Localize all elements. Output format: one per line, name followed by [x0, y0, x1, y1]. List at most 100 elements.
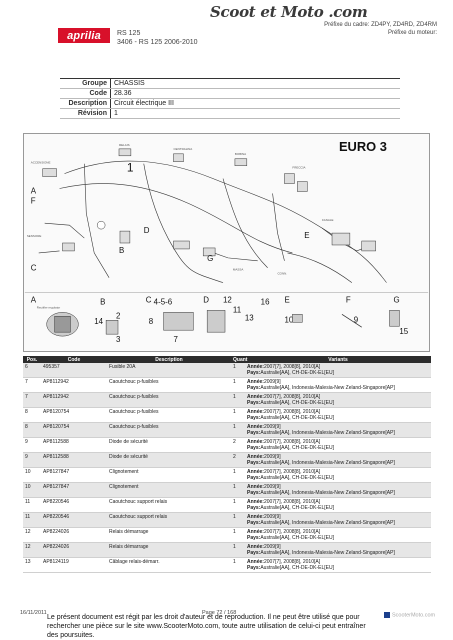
country-prefix: Pays: [247, 370, 261, 376]
diagram-label-b: B [119, 246, 124, 255]
group-label: Groupe [60, 79, 111, 88]
country-prefix: Pays: [247, 520, 261, 526]
cell-variants: Année:2007[7], 2008[8], 2010[A]Pays:Aust… [245, 437, 431, 453]
year-prefix: Année: [247, 469, 264, 475]
svg-text:E: E [284, 295, 289, 304]
cell-variants: Année:2009[9]Pays:Australie[AA], Indones… [245, 377, 431, 393]
variant-country: Australie[AA], CH-DE-DK-EL[EU] [260, 475, 334, 481]
cell-variants: Année:2007[7], 2008[8], 2010[A]Pays:Aust… [245, 363, 431, 378]
variant-country: Australie[AA], Indonesia-Malesia-New Zel… [260, 520, 395, 526]
cell-quantity: 1 [231, 422, 245, 438]
svg-text:CONN.: CONN. [278, 272, 288, 276]
year-prefix: Année: [247, 529, 264, 535]
header-quantity: Quant [231, 356, 248, 363]
country-prefix: Pays: [247, 400, 261, 406]
cell-description: Clignotement [107, 482, 231, 498]
cell-quantity: 2 [231, 437, 245, 453]
inset-g: G 15 [389, 295, 409, 336]
diagram-label-c: C [31, 264, 37, 273]
diagram-callout-1: 1 [127, 161, 134, 175]
country-prefix: Pays: [247, 460, 261, 466]
engine-prefix: Préfixe du moteur: [387, 30, 437, 36]
cell-pos: 8 [23, 407, 41, 423]
svg-text:CENTRALINA: CENTRALINA [173, 147, 192, 151]
svg-text:B: B [100, 297, 105, 306]
cell-pos: 6 [23, 363, 41, 378]
watermark-icon [384, 612, 390, 618]
year-prefix: Année: [247, 424, 264, 430]
year-prefix: Année: [247, 439, 264, 445]
svg-text:A: A [31, 295, 37, 304]
cell-variants: Année:2007[7], 2008[8], 2010[A]Pays:Aust… [245, 527, 431, 543]
svg-text:FANALE: FANALE [322, 218, 333, 222]
description-row: Description Circuit électrique III [60, 99, 400, 109]
svg-text:MASSA: MASSA [233, 268, 243, 272]
svg-text:ACCENSIONE: ACCENSIONE [31, 161, 51, 165]
variant-year: 2007[7], 2008[8], 2010[A] [263, 409, 321, 415]
cell-quantity: 1 [231, 467, 245, 483]
cell-code: AP8112942 [41, 392, 107, 408]
cell-code: AP8120754 [41, 407, 107, 423]
variant-year: 2007[7], 2008[8], 2010[A] [263, 469, 321, 475]
svg-text:RELAIS: RELAIS [119, 143, 130, 147]
cell-pos: 12 [23, 542, 41, 558]
wiring-diagram-drawing: ACCENSIONE RELAIS CENTRALINA BOBINA FREC… [24, 139, 429, 344]
cell-quantity: 1 [231, 407, 245, 423]
code-value: 28.36 [114, 90, 132, 97]
cell-pos: 9 [23, 452, 41, 468]
inset-e: E 10 [284, 295, 303, 324]
year-prefix: Année: [247, 559, 264, 565]
wiring-diagram[interactable]: ACCENSIONE RELAIS CENTRALINA BOBINA FREC… [23, 133, 430, 352]
site-watermark: ScooterMoto.com [384, 612, 435, 618]
svg-text:8: 8 [149, 317, 154, 326]
parts-table-header: Pos. Code Description Quant Variants [23, 356, 431, 363]
country-prefix: Pays: [247, 505, 261, 511]
cell-description: Caoutchouc p-fusibles [107, 392, 231, 408]
cell-variants: Année:2007[7], 2008[8], 2010[A]Pays:Aust… [245, 392, 431, 408]
code-label: Code [60, 89, 111, 98]
description-value: Circuit électrique III [114, 100, 174, 107]
copyright-notice: Le présent document est régit par les dr… [47, 614, 366, 639]
svg-text:D: D [203, 295, 209, 304]
cell-description: Caoutchouc p-fusibles [107, 407, 231, 423]
variant-country: Australie[AA], CH-DE-DK-EL[EU] [260, 535, 334, 541]
cell-variants: Année:2009[9]Pays:Australie[AA], Indones… [245, 542, 431, 558]
cell-code: AP8112588 [41, 452, 107, 468]
svg-text:15: 15 [399, 327, 408, 336]
country-prefix: Pays: [247, 430, 261, 436]
variant-country: Australie[AA], Indonesia-Malesia-New Zel… [260, 490, 395, 496]
svg-text:9: 9 [354, 315, 359, 324]
svg-text:13: 13 [245, 313, 254, 322]
cell-code: AP8112588 [41, 437, 107, 453]
cell-variants: Année:2007[7], 2008[8], 2010[A]Pays:Aust… [245, 407, 431, 423]
cell-code: AP8120754 [41, 422, 107, 438]
variant-year: 2009[9] [263, 424, 281, 430]
variant-year: 2007[7], 2008[8], 2010[A] [263, 559, 321, 565]
variant-country: Australie[AA], CH-DE-DK-EL[EU] [260, 370, 334, 376]
diagram-label-f: F [31, 196, 36, 205]
svg-text:FRECCIA: FRECCIA [292, 166, 305, 170]
variant-country: Australie[AA], CH-DE-DK-EL[EU] [260, 400, 334, 406]
inset-d: D 12 11 13 16 [203, 295, 270, 333]
header-code: Code [41, 356, 107, 363]
year-prefix: Année: [247, 544, 264, 550]
svg-text:4-5-6: 4-5-6 [154, 297, 173, 306]
variant-country: Australie[AA], CH-DE-DK-EL[EU] [260, 505, 334, 511]
country-prefix: Pays: [247, 565, 261, 571]
frame-prefix: Préfixe du cadre: ZD4PY, ZD4RD, ZD4RM [324, 22, 437, 28]
cell-code: AP8224026 [41, 542, 107, 558]
model-name: RS 125 [117, 30, 141, 37]
year-prefix: Année: [247, 454, 264, 460]
variant-country: Australie[AA], Indonesia-Malesia-New Zel… [260, 550, 395, 556]
cell-quantity: 1 [231, 363, 245, 378]
diagram-label-d: D [144, 226, 150, 235]
inset-f: F 9 [341, 295, 362, 328]
svg-text:7: 7 [173, 335, 177, 344]
